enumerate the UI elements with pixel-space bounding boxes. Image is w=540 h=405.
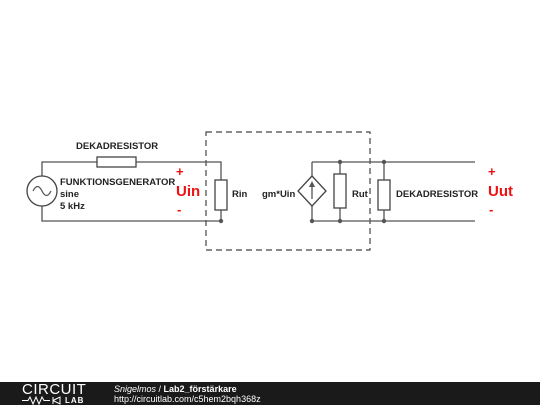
- label-generator-freq: 5 kHz: [60, 201, 85, 212]
- resistor-dekad-right: [377, 179, 391, 211]
- label-rut: Rut: [352, 189, 369, 200]
- plus-out: +: [488, 164, 496, 179]
- resistor-rut: [333, 173, 347, 209]
- junction-dot: [337, 218, 343, 224]
- label-rin: Rin: [232, 189, 248, 200]
- minus-out: -: [489, 202, 493, 217]
- breadcrumb-separator: /: [156, 384, 164, 394]
- logo-top-text: CIRCUIT: [22, 381, 87, 398]
- junction-dot: [309, 218, 315, 224]
- resistor-dekad-top: [96, 156, 137, 168]
- circuit-url-link[interactable]: http://circuitlab.com/c5hem2bqh368z: [114, 394, 261, 404]
- footer-bar: CIRCUIT LAB Snigelmos / Lab2_förstärkare…: [0, 382, 540, 405]
- breadcrumb-title[interactable]: Lab2_förstärkare: [163, 384, 237, 394]
- minus-in: -: [177, 202, 181, 217]
- label-dekad-top: DEKADRESISTOR: [76, 141, 158, 152]
- label-uut: Uut: [488, 183, 513, 200]
- label-uin: Uin: [176, 183, 200, 200]
- breadcrumb-user[interactable]: Snigelmos: [114, 384, 157, 394]
- label-dekad-right: DEKADRESISTOR: [396, 189, 478, 200]
- wire-bottom-left: [41, 206, 222, 222]
- circuit-schematic: DEKADRESISTOR FUNKTIONSGENERATOR sine 5 …: [26, 131, 513, 251]
- resistor-rin: [214, 179, 228, 211]
- wire-top-left: [41, 161, 97, 176]
- label-generator-name: FUNKTIONSGENERATOR: [60, 177, 175, 188]
- breadcrumb: Snigelmos / Lab2_förstärkare: [114, 384, 237, 394]
- logo-resistor-icon: [22, 396, 61, 405]
- amplifier-boundary: [205, 131, 371, 251]
- junction-dot: [381, 218, 387, 224]
- plus-in: +: [176, 164, 184, 179]
- label-source: gm*Uin: [262, 189, 295, 200]
- junction-dot: [218, 218, 224, 224]
- circuitlab-logo[interactable]: CIRCUIT LAB: [22, 381, 94, 405]
- logo-bottom-text: LAB: [65, 396, 85, 405]
- junction-dot: [381, 159, 387, 165]
- dependent-current-source-icon: [297, 175, 327, 207]
- ac-source-icon: [26, 175, 58, 207]
- wire-top-mid: [136, 161, 222, 180]
- junction-dot: [337, 159, 343, 165]
- label-generator-wave: sine: [60, 189, 79, 200]
